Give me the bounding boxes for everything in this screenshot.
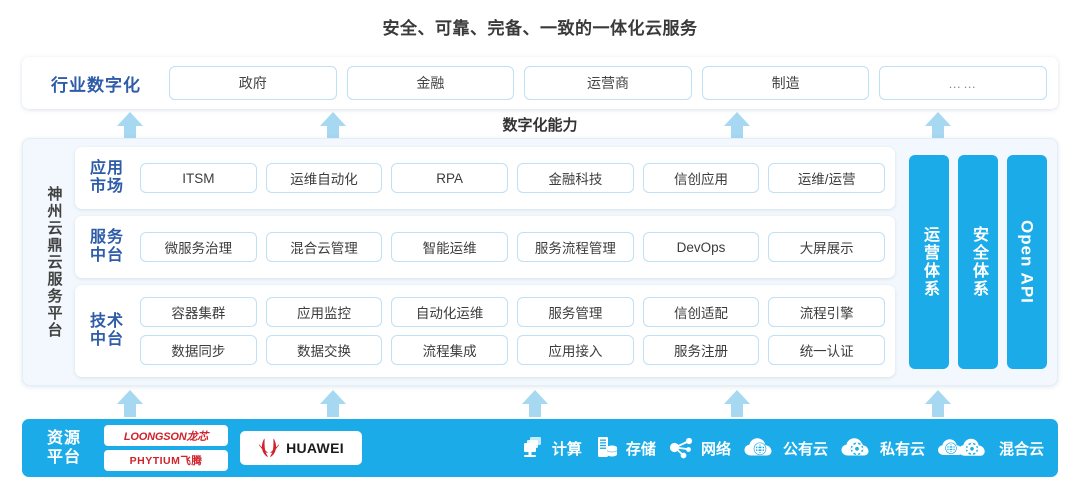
cell-devops[interactable]: DevOps	[642, 232, 760, 262]
resource-item-label: 计算	[551, 440, 582, 458]
cell-intelligent-ops[interactable]: 智能运维	[391, 232, 509, 262]
cell-large-screen-display[interactable]: 大屏展示	[768, 232, 886, 262]
layer-cells-app-market: ITSM 运维自动化 RPA 金融科技 信创应用 运维/运营	[140, 163, 886, 193]
industry-chip-telecom[interactable]: 运营商	[524, 66, 692, 100]
cell-unified-auth[interactable]: 统一认证	[768, 335, 886, 365]
cell-microservice-governance[interactable]: 微服务治理	[140, 232, 257, 262]
up-arrow-bottom-3	[522, 390, 548, 417]
private-cloud-icon	[841, 438, 869, 456]
resource-item-storage[interactable]: 存储	[594, 435, 656, 461]
loongson-logo: LOONGSON龙芯	[104, 425, 228, 446]
up-arrow-bottom-1	[117, 390, 143, 417]
vendor-logo-stack: LOONGSON龙芯 PHYTIUM飞腾	[104, 425, 228, 471]
resource-platform-band: 资源 平台 LOONGSON龙芯 PHYTIUM飞腾 HUAWEI	[22, 419, 1058, 477]
industry-chip-manufacturing[interactable]: 制造	[701, 66, 870, 100]
huawei-text: HUAWEI	[286, 440, 344, 456]
storage-icon	[597, 437, 617, 457]
industry-band: 行业数字化 政府 金融 运营商 制造 ……	[22, 57, 1058, 109]
resource-label-line1: 资源	[46, 429, 81, 447]
resource-label-line2: 平台	[46, 449, 81, 466]
cell-process-engine[interactable]: 流程引擎	[768, 297, 886, 327]
layer-cells-service-middle: 微服务治理 混合云管理 智能运维 服务流程管理 DevOps 大屏展示	[140, 232, 886, 262]
cell-process-integration[interactable]: 流程集成	[391, 335, 509, 365]
up-arrow-top-1	[117, 112, 143, 139]
resource-item-label: 公有云	[782, 440, 828, 458]
huawei-logo: HUAWEI	[240, 431, 362, 465]
resource-item-compute[interactable]: 计算	[520, 435, 582, 461]
huawei-flower-icon	[259, 438, 280, 457]
layer-app-market: 应用 市场 ITSM 运维自动化 RPA 金融科技 信创应用 运维/运营	[75, 147, 895, 209]
layer-label-line1: 服务	[89, 228, 124, 246]
phytium-logo: PHYTIUM飞腾	[104, 450, 228, 471]
cell-service-process-mgmt[interactable]: 服务流程管理	[517, 232, 634, 262]
industry-band-label: 行业数字化	[51, 75, 141, 95]
layer-label-line2: 市场	[89, 178, 124, 195]
up-arrow-top-3	[724, 112, 750, 139]
resource-item-label: 私有云	[879, 440, 925, 458]
vertical-bar-group: 运营体系 安全体系 Open API	[901, 155, 1047, 369]
up-arrow-bottom-2	[320, 390, 346, 417]
compute-icon	[523, 437, 541, 457]
layer-label-line1: 应用	[89, 159, 124, 177]
industry-chip-more[interactable]: ……	[879, 66, 1047, 100]
resource-item-hybrid-cloud[interactable]: 混合云	[937, 435, 1044, 461]
capability-title: 数字化能力	[502, 117, 578, 134]
cell-app-monitoring[interactable]: 应用监控	[265, 297, 383, 327]
layer-label-line2: 中台	[89, 331, 124, 348]
vertical-bar-open-api[interactable]: Open API	[1007, 155, 1047, 369]
cell-data-exchange[interactable]: 数据交换	[265, 335, 383, 365]
resource-item-label: 存储	[625, 440, 656, 458]
up-arrow-top-4	[925, 112, 951, 139]
layer-label-tech-middle: 技术 中台	[83, 313, 131, 350]
layer-tech-middle: 技术 中台 容器集群 应用监控 自动化运维 服务管理 信创适配 流程引擎 数据同…	[75, 285, 895, 377]
layer-label-line2: 中台	[89, 247, 124, 264]
cell-rpa[interactable]: RPA	[391, 163, 509, 193]
industry-chip-government[interactable]: 政府	[169, 66, 337, 100]
cell-itsm[interactable]: ITSM	[140, 163, 257, 193]
resource-item-private-cloud[interactable]: 私有云	[840, 435, 925, 461]
cell-row: 数据同步 数据交换 流程集成 应用接入 服务注册 统一认证	[140, 335, 886, 365]
vertical-bar-security-system[interactable]: 安全体系	[958, 155, 998, 369]
platform-layers: 应用 市场 ITSM 运维自动化 RPA 金融科技 信创应用 运维/运营	[75, 147, 1047, 377]
resource-platform-label: 资源 平台	[36, 429, 92, 467]
page-title: 安全、可靠、完备、一致的一体化云服务	[382, 19, 698, 38]
up-arrow-top-2	[320, 112, 346, 139]
resource-item-public-cloud[interactable]: 公有云	[743, 435, 828, 461]
industry-chip-finance[interactable]: 金融	[346, 66, 515, 100]
cloud-service-platform: 神州云鼎云服务平台 应用 市场 ITSM 运维自动化 RPA 金融科技 信创应用…	[22, 138, 1058, 386]
cell-app-access[interactable]: 应用接入	[517, 335, 634, 365]
up-arrow-bottom-5	[925, 390, 951, 417]
layer-label-app-market: 应用 市场	[83, 160, 131, 197]
cell-ops-automation[interactable]: 运维自动化	[265, 163, 383, 193]
layer-service-middle: 服务 中台 微服务治理 混合云管理 智能运维 服务流程管理 DevOps 大屏展…	[75, 216, 895, 278]
cell-ops-operations[interactable]: 运维/运营	[768, 163, 886, 193]
cell-data-sync[interactable]: 数据同步	[140, 335, 257, 365]
cell-container-cluster[interactable]: 容器集群	[140, 297, 257, 327]
vertical-bar-operations-system[interactable]: 运营体系	[909, 155, 949, 369]
layer-cells-tech-middle: 容器集群 应用监控 自动化运维 服务管理 信创适配 流程引擎 数据同步 数据交换…	[140, 297, 886, 365]
cell-row: 容器集群 应用监控 自动化运维 服务管理 信创适配 流程引擎	[140, 297, 886, 327]
up-arrow-bottom-4	[724, 390, 750, 417]
platform-vertical-label: 神州云鼎云服务平台	[45, 185, 63, 339]
public-cloud-icon	[744, 438, 772, 456]
cell-service-registry[interactable]: 服务注册	[642, 335, 760, 365]
resource-item-label: 网络	[700, 440, 731, 458]
resource-item-label: 混合云	[998, 440, 1044, 458]
hybrid-cloud-icon	[937, 438, 985, 456]
cell-row: 微服务治理 混合云管理 智能运维 服务流程管理 DevOps 大屏展示	[140, 232, 886, 262]
layer-label-service-middle: 服务 中台	[83, 229, 131, 266]
cell-fintech[interactable]: 金融科技	[517, 163, 634, 193]
cell-automated-ops[interactable]: 自动化运维	[391, 297, 509, 327]
cell-row: ITSM 运维自动化 RPA 金融科技 信创应用 运维/运营	[140, 163, 886, 193]
resource-item-network[interactable]: 网络	[668, 435, 731, 461]
network-icon	[669, 437, 693, 459]
cell-xinchuang-adaptation[interactable]: 信创适配	[642, 297, 760, 327]
layer-label-line1: 技术	[89, 312, 124, 330]
cell-xinchuang-app[interactable]: 信创应用	[642, 163, 760, 193]
cell-hybrid-cloud-mgmt[interactable]: 混合云管理	[265, 232, 383, 262]
cell-service-mgmt[interactable]: 服务管理	[517, 297, 634, 327]
